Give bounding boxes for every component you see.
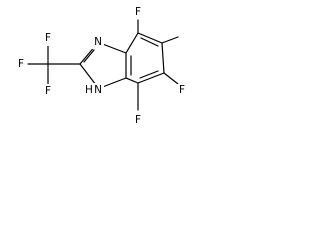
bond-c7a-n1 [99,42,127,54]
bond-c5-c6 [161,42,165,74]
atom-f-right: F [179,84,185,96]
atom-n-bottom: N [94,84,102,96]
atom-f-top: F [135,6,141,18]
bond-c4-c5-inner [140,37,159,47]
atom-cf3-f-bottom: F [45,85,51,97]
substituent-bonds [27,19,179,111]
bond-c7a-c4 [125,32,139,54]
bond-c6-c7-inner [139,70,159,79]
atom-n-top: N [94,36,102,48]
atom-cf3-f-top: F [45,32,51,44]
bond-c5-methyl [161,36,179,44]
atom-labels: F F F F F F N H N [15,4,188,127]
benzene-ring [125,32,165,84]
atom-f-bottom: F [135,114,141,126]
imidazole-ring [79,42,127,89]
bond-n1-c2-inner [83,49,95,63]
bond-c6-f [163,72,179,85]
atom-cf3-f-left: F [18,58,24,70]
bond-c2-n3 [79,63,97,86]
bond-c7-c3a [125,77,139,84]
bond-c4-c5 [137,32,163,44]
bond-c6-c7 [137,72,165,84]
bond-n3-c3a [99,77,127,89]
atom-n-bottom-h: H [85,84,93,96]
chemical-structure: F F F F F F N H N [15,4,188,127]
